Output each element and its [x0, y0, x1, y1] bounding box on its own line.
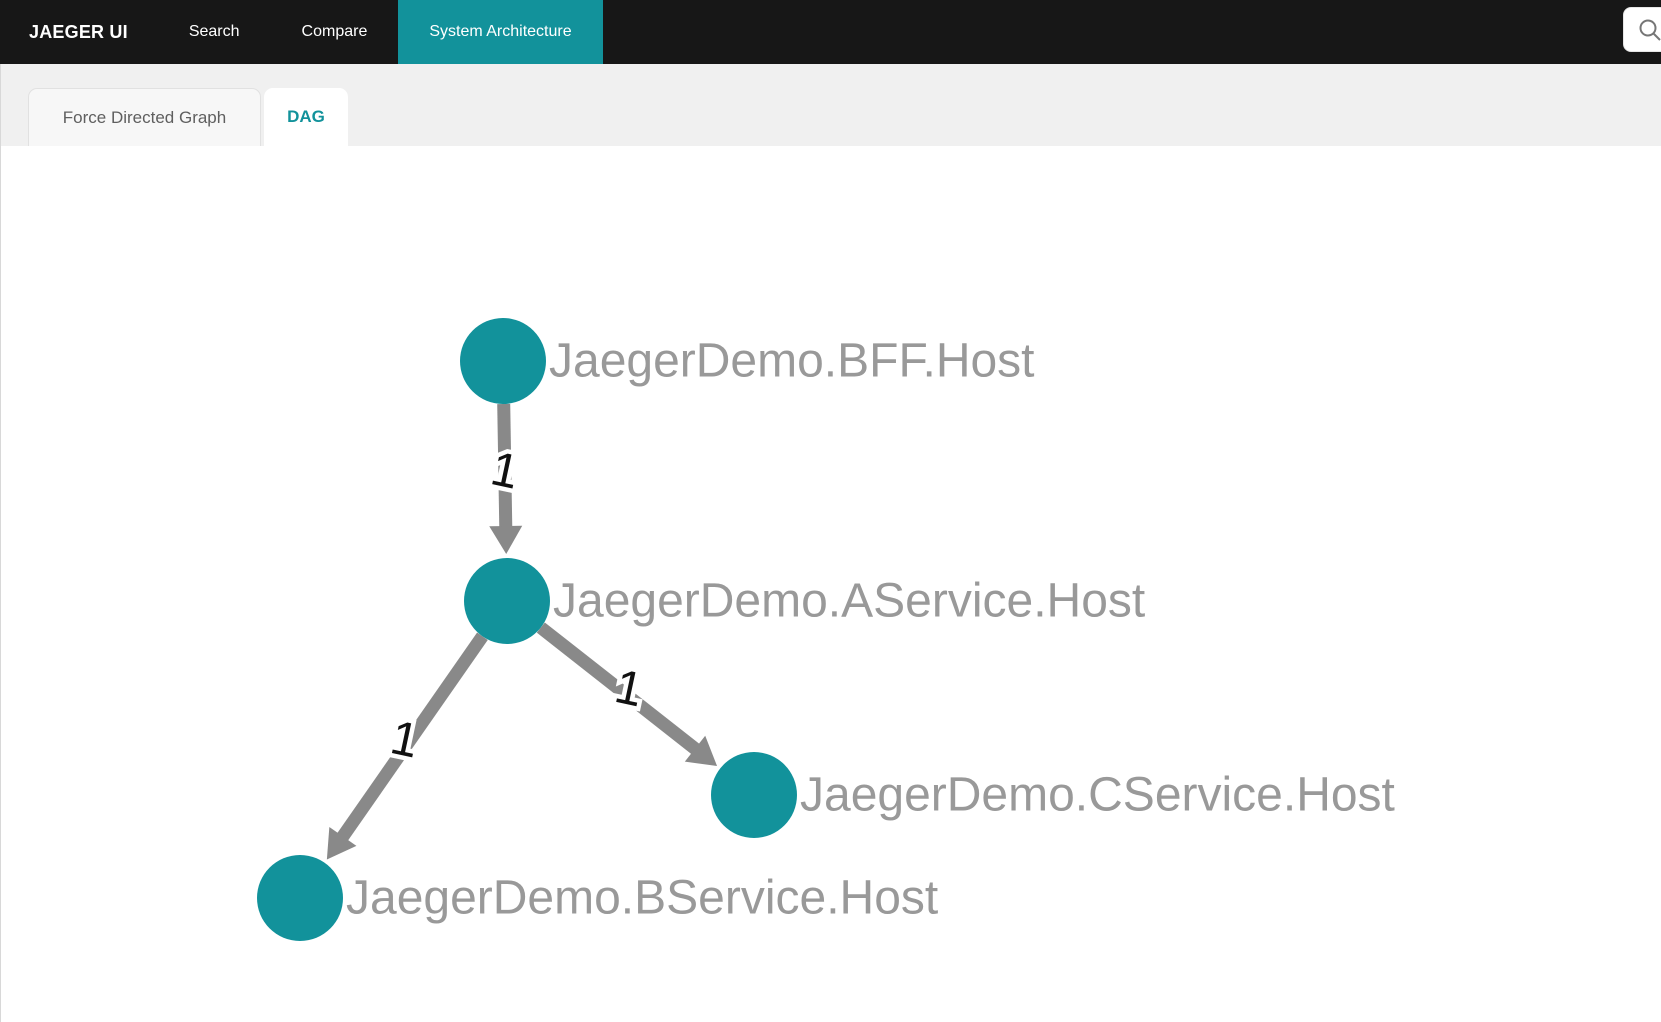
graph-node-cservice[interactable] — [711, 752, 797, 838]
brand-link[interactable]: JAEGER UI — [29, 22, 128, 42]
nav-item-search[interactable]: Search — [188, 23, 240, 40]
view-tabstrip: Force Directed Graph DAG — [1, 64, 1661, 146]
tab-dag[interactable]: DAG — [264, 88, 348, 146]
search-button[interactable] — [1623, 7, 1661, 52]
graph-node-aservice[interactable] — [464, 558, 550, 644]
nav-item-compare[interactable]: Compare — [301, 23, 368, 40]
graph-node-bservice[interactable] — [257, 855, 343, 941]
magnifier-icon — [1639, 19, 1661, 41]
tab-force-directed-graph[interactable]: Force Directed Graph — [28, 88, 261, 146]
graph-node-bff[interactable] — [460, 318, 546, 404]
dag-content — [1, 146, 1661, 1022]
nav-item-system-architecture[interactable]: System Architecture — [398, 0, 603, 64]
top-navbar: JAEGER UI Search Compare System Architec… — [0, 0, 1661, 64]
